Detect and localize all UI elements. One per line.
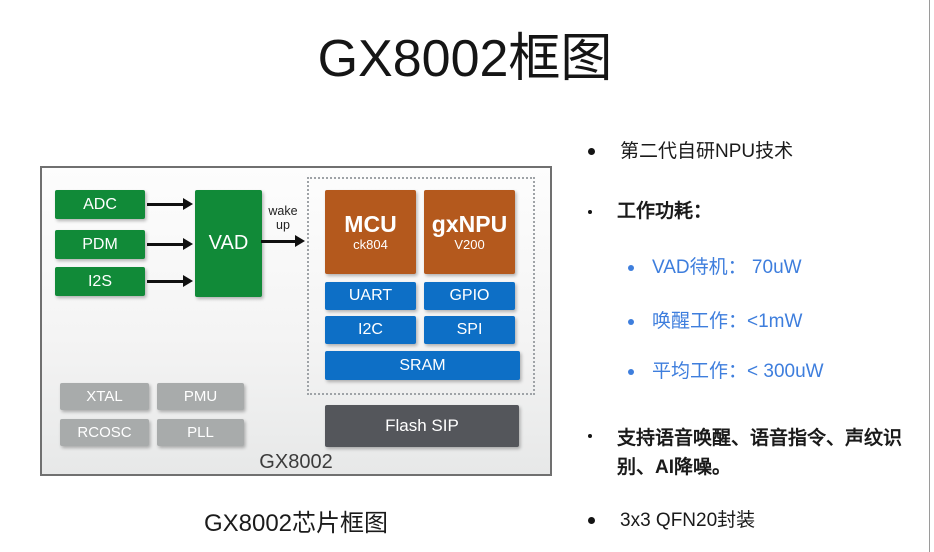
wake-up-label: wake up	[260, 204, 306, 232]
uart-label: UART	[348, 287, 393, 304]
pdm-block: PDM	[55, 230, 145, 259]
spi-label: SPI	[456, 321, 483, 338]
feature-text: 第二代自研NPU技术	[620, 141, 794, 162]
feature-text: VAD待机： 70uW	[652, 257, 802, 278]
diagram-caption: GX8002芯片框图	[203, 510, 389, 537]
xtal-label: XTAL	[86, 388, 123, 405]
flash-sip-label: Flash SIP	[385, 416, 459, 435]
rcosc-block: RCOSC	[60, 419, 149, 446]
wake-label-line2: up	[276, 218, 290, 232]
spi-block: SPI	[424, 316, 515, 344]
adc-label: ADC	[83, 195, 117, 213]
mcu-sub: ck804	[353, 237, 388, 252]
gxnpu-block: gxNPU V200	[424, 190, 515, 274]
vad-block: VAD	[195, 190, 262, 297]
page-title: GX8002框图	[317, 30, 613, 88]
feature-average-power: 平均工作：< 300uW	[628, 360, 824, 384]
feature-text: 唤醒工作：<1mW	[652, 311, 803, 332]
pdm-label: PDM	[82, 235, 118, 253]
vad-wakeup-arrow-icon	[261, 235, 305, 247]
feature-text: 支持语音唤醒、语音指令、声纹识别、AI降噪。	[617, 428, 903, 478]
feature-text: 3x3 QFN20封装	[620, 510, 756, 531]
vad-label: VAD	[208, 232, 249, 254]
pll-block: PLL	[157, 419, 244, 446]
pmu-block: PMU	[157, 383, 244, 410]
feature-wakeup-power: 唤醒工作：<1mW	[628, 310, 802, 334]
feature-npu-tech: 第二代自研NPU技术	[588, 140, 793, 164]
sub-bullet-icon	[628, 265, 634, 271]
sram-block: SRAM	[325, 351, 520, 380]
i2c-label: I2C	[358, 321, 383, 338]
xtal-block: XTAL	[60, 383, 149, 410]
adc-to-vad-arrow-icon	[147, 198, 193, 210]
i2c-block: I2C	[325, 316, 416, 344]
feature-package: 3x3 QFN20封装	[588, 509, 755, 533]
sub-bullet-icon	[628, 369, 634, 375]
feature-power-heading: 工作功耗：	[588, 200, 712, 224]
feature-vad-standby-power: VAD待机： 70uW	[628, 256, 802, 280]
gxnpu-name: gxNPU	[431, 211, 508, 237]
gpio-block: GPIO	[424, 282, 515, 310]
bullet-icon	[588, 517, 595, 524]
gxnpu-sub: V200	[454, 237, 485, 252]
pmu-label: PMU	[183, 388, 218, 405]
bullet-icon	[588, 210, 592, 214]
sram-label: SRAM	[399, 356, 446, 374]
feature-text: 平均工作：< 300uW	[652, 361, 824, 382]
bullet-icon	[588, 434, 592, 438]
chip-block-diagram: ADC PDM I2S VAD wake up MCU ck804 gxNPU …	[40, 166, 552, 476]
feature-text: 工作功耗：	[617, 201, 713, 222]
pll-label: PLL	[187, 424, 214, 441]
i2s-block: I2S	[55, 267, 145, 296]
i2s-label: I2S	[87, 272, 112, 290]
core-domain-dashed-outline	[307, 177, 535, 395]
mcu-block: MCU ck804	[325, 190, 416, 274]
bullet-icon	[588, 148, 595, 155]
page-right-border	[929, 0, 930, 552]
adc-block: ADC	[55, 190, 145, 219]
sub-bullet-icon	[628, 319, 634, 325]
wake-label-line1: wake	[268, 204, 298, 218]
uart-block: UART	[325, 282, 416, 310]
i2s-to-vad-arrow-icon	[147, 275, 193, 287]
mcu-name: MCU	[344, 211, 397, 237]
feature-voice-capabilities: 支持语音唤醒、语音指令、声纹识别、AI降噪。	[588, 424, 911, 482]
flash-sip-block: Flash SIP	[325, 405, 519, 447]
gpio-label: GPIO	[449, 287, 490, 304]
pdm-to-vad-arrow-icon	[147, 238, 193, 250]
rcosc-label: RCOSC	[77, 424, 132, 441]
chip-name-label: GX8002	[259, 451, 333, 473]
